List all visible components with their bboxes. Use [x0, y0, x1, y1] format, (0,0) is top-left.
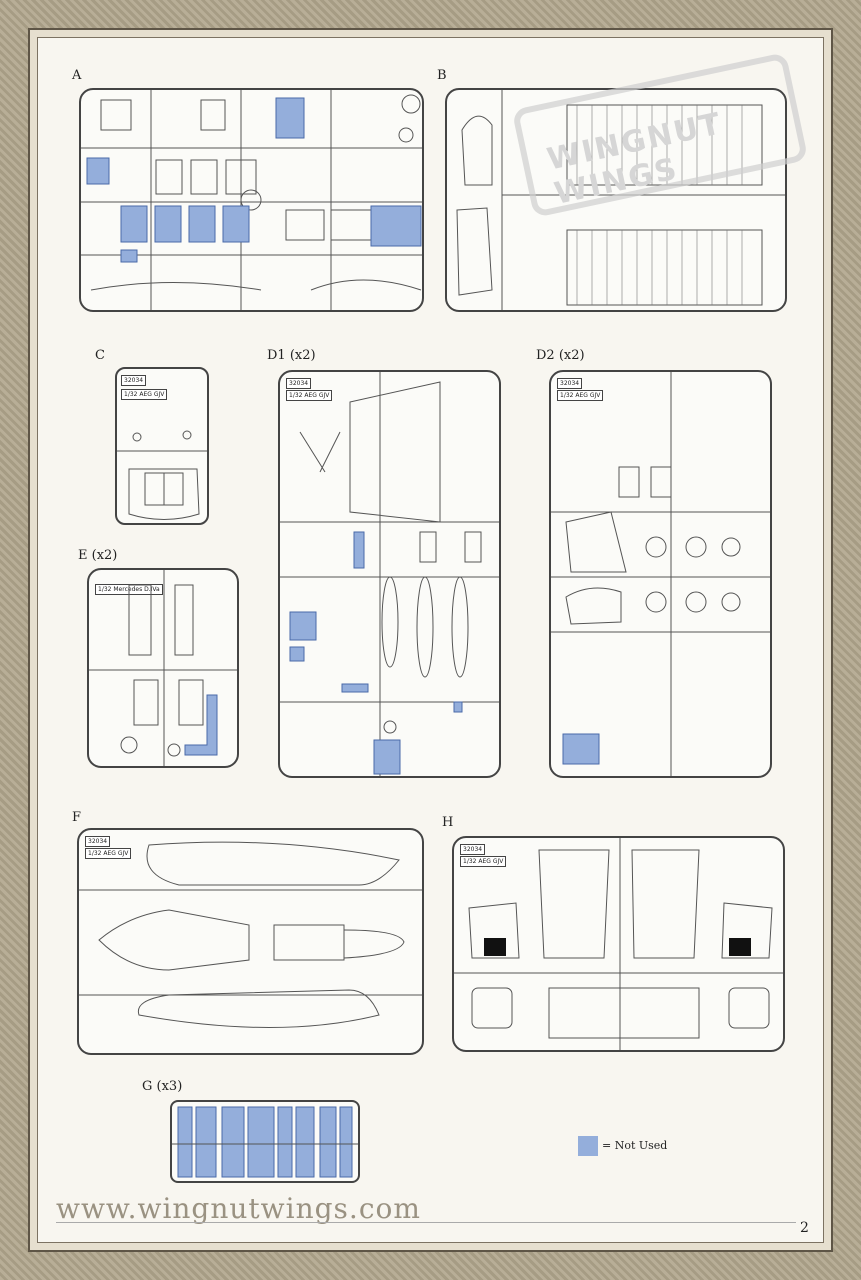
- sprue-e-label: E (x2): [78, 548, 118, 563]
- sprue-f: 32034 1/32 AEG GJV: [77, 828, 424, 1055]
- sprue-a-label: A: [72, 68, 82, 83]
- sprue-a: [79, 88, 424, 312]
- sprue-h-kit-name: 1/32 AEG GJV: [460, 856, 507, 867]
- sprue-c-kit-name: 1/32 AEG GJV: [121, 389, 168, 400]
- sprue-d1-code: 32034: [286, 378, 312, 389]
- sprue-c-code: 32034: [121, 375, 147, 386]
- sprue-c-parts: [117, 430, 207, 520]
- sprue-g-label: G (x3): [142, 1079, 183, 1094]
- sprue-h: 32034 1/32 AEG GJV: [452, 836, 785, 1052]
- website-url: www.wingnutwings.com: [56, 1192, 421, 1225]
- legend-text: = Not Used: [602, 1139, 668, 1152]
- footer-divider: [56, 1222, 796, 1223]
- sprue-f-parts: [79, 841, 422, 1028]
- sprue-d1-kit-name: 1/32 AEG GJV: [286, 390, 333, 401]
- sprue-e: 1/32 Mercedes D.IVa: [87, 568, 239, 768]
- sprue-e-parts: [89, 570, 237, 766]
- sprue-f-label: F: [72, 810, 82, 825]
- sprue-f-kit-name: 1/32 AEG GJV: [85, 848, 132, 859]
- sprue-d1-parts: [280, 372, 499, 776]
- sprue-d1-label: D1 (x2): [267, 348, 316, 363]
- sprue-c: 32034 1/32 AEG GJV: [115, 367, 209, 525]
- sprue-g: [170, 1100, 360, 1183]
- sprue-d2: 32034 1/32 AEG GJV: [549, 370, 772, 778]
- sprue-g-parts: [172, 1106, 358, 1178]
- sprue-b-label: B: [437, 68, 447, 83]
- sprue-a-parts: [81, 90, 422, 310]
- page-number: 2: [800, 1220, 809, 1236]
- sprue-d2-label: D2 (x2): [536, 348, 585, 363]
- sprue-h-label: H: [442, 815, 454, 830]
- sprue-d1: 32034 1/32 AEG GJV: [278, 370, 501, 778]
- sprue-h-parts: [454, 838, 783, 1050]
- sprue-h-code: 32034: [460, 844, 486, 855]
- sprue-d2-code: 32034: [557, 378, 583, 389]
- sprue-d2-parts: [551, 372, 770, 776]
- sprue-b: [445, 88, 787, 312]
- legend-swatch: [578, 1136, 598, 1156]
- sprue-d2-kit-name: 1/32 AEG GJV: [557, 390, 604, 401]
- sprue-f-code: 32034: [85, 836, 111, 847]
- sprue-c-label: C: [95, 348, 105, 363]
- sprue-b-parts: [456, 90, 785, 310]
